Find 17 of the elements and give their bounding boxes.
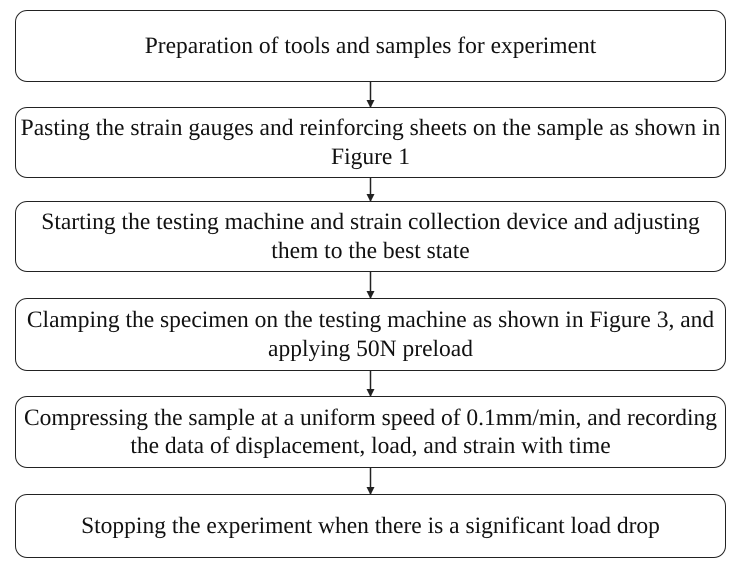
process-box <box>15 10 726 82</box>
step-text: Pasting the strain gauges and reinforcing sheets on the sample as shown in Figure 1 <box>20 114 721 171</box>
process-box <box>15 396 726 468</box>
process-box <box>15 494 726 558</box>
process-box <box>15 201 726 272</box>
step-text: Starting the testing machine and strain collection device and adjusting them to the best state <box>40 208 701 265</box>
arrow <box>366 82 374 108</box>
step-text: Compressing the sample at a uniform speed of 0.1mm/min, and recording the data of displacement, load, and strain with time <box>22 404 718 460</box>
arrow <box>366 468 374 495</box>
process-box <box>15 107 726 178</box>
step-text: Clamping the specimen on the testing machine as shown in Figure 3, and applying 50N preload <box>26 306 716 363</box>
arrow <box>366 272 374 299</box>
process-box <box>15 298 726 371</box>
step-text: Preparation of tools and samples for experiment <box>144 32 596 60</box>
arrow <box>366 178 374 202</box>
step-text: Stopping the experiment when there is a significant load drop <box>81 512 660 540</box>
arrow <box>366 371 374 397</box>
